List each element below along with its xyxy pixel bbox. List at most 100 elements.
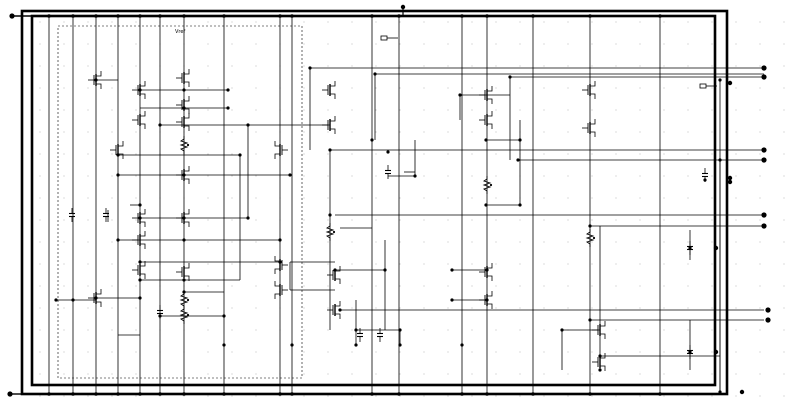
grid-dot [543,351,545,353]
grid-dot [375,153,377,155]
grid-dot [63,373,65,375]
junction-dot [182,278,186,282]
junction-dot [370,138,374,142]
grid-dot [303,87,305,89]
grid-dot [63,351,65,353]
grid-dot [567,395,569,397]
grid-dot [711,285,713,287]
junction-dot [138,278,142,282]
grid-dot [399,307,401,309]
grid-dot [135,263,137,265]
grid-dot [63,43,65,45]
junction-dot [71,392,75,396]
grid-dot [231,131,233,133]
grid-dot [255,285,257,287]
junction-dot [370,14,374,18]
terminal-pin-icon [761,223,767,229]
resistor-symbol-icon [179,291,190,309]
transistor-drain [487,86,493,92]
grid-dot [111,175,113,177]
grid-dot [303,373,305,375]
grid-dot [567,21,569,23]
grid-dot [567,175,569,177]
grid-dot [639,197,641,199]
grid-dot [87,65,89,67]
grid-dot [567,131,569,133]
grid-dot [63,109,65,111]
grid-dot [591,241,593,243]
grid-dot [687,87,689,89]
transistor-symbol-icon [592,353,606,371]
grid-dot [231,219,233,221]
transistor-drain [140,111,146,117]
junction-dot [588,392,592,396]
grid-dot [783,153,785,155]
junction-dot [94,14,98,18]
grid-dot [375,285,377,287]
grid-dot [471,87,473,89]
grid-dot [759,109,761,111]
grid-dot [327,131,329,133]
grid-dot [567,43,569,45]
grid-dot [495,43,497,45]
grid-dot [255,109,257,111]
junction-dot [308,66,312,70]
junction-dot [485,298,489,302]
transistor-source [184,108,190,114]
transistor-symbol-icon [479,263,493,281]
grid-dot [711,241,713,243]
terminal-pin-icon [765,307,771,313]
junction-dot [485,14,489,18]
transistor-drain [96,289,102,295]
grid-dot [375,395,377,397]
grid-dot [471,263,473,265]
grid-dot [711,219,713,221]
junction-dot [531,392,535,396]
junction-dot [328,213,332,217]
capacitor-symbol-icon [357,328,363,342]
junction-dot [354,343,358,347]
grid-dot [375,263,377,265]
grid-dot [471,351,473,353]
resistor-zigzag [325,223,335,241]
grid-dot [351,307,353,309]
circuit-wires [10,6,764,395]
junction-dot [182,216,186,220]
junction-dot [518,203,522,207]
grid-dot [735,241,737,243]
grid-dot [495,351,497,353]
grid-dot [495,197,497,199]
grid-dot [111,373,113,375]
grid-dot [759,175,761,177]
grid-dot [495,241,497,243]
grid-dot [423,395,425,397]
grid-dot [615,109,617,111]
grid-dot [663,175,665,177]
grid-dot [303,241,305,243]
transistor-drain [118,141,124,147]
transistor-source [274,293,280,299]
grid-dot [591,285,593,287]
grid-dot [735,43,737,45]
junction-dot [290,343,294,347]
grid-dot [519,307,521,309]
grid-dot [303,219,305,221]
grid-dot [735,21,737,23]
junction-dots [47,14,722,396]
grid-dot [783,175,785,177]
grid-dot [783,351,785,353]
resistor-terminal [489,183,493,187]
grid-dot [87,395,89,397]
grid-dot [735,285,737,287]
terminal-pin-icon [7,391,13,397]
transistor-symbol-icon [176,96,190,114]
junction-dot [290,392,294,396]
grid-dot [231,351,233,353]
junction-dot [138,14,142,18]
junction-dot [397,14,401,18]
grid-dot [111,329,113,331]
grid-dot [63,65,65,67]
resistor-zigzag [179,291,189,309]
transistor-symbol-icon [176,263,190,281]
